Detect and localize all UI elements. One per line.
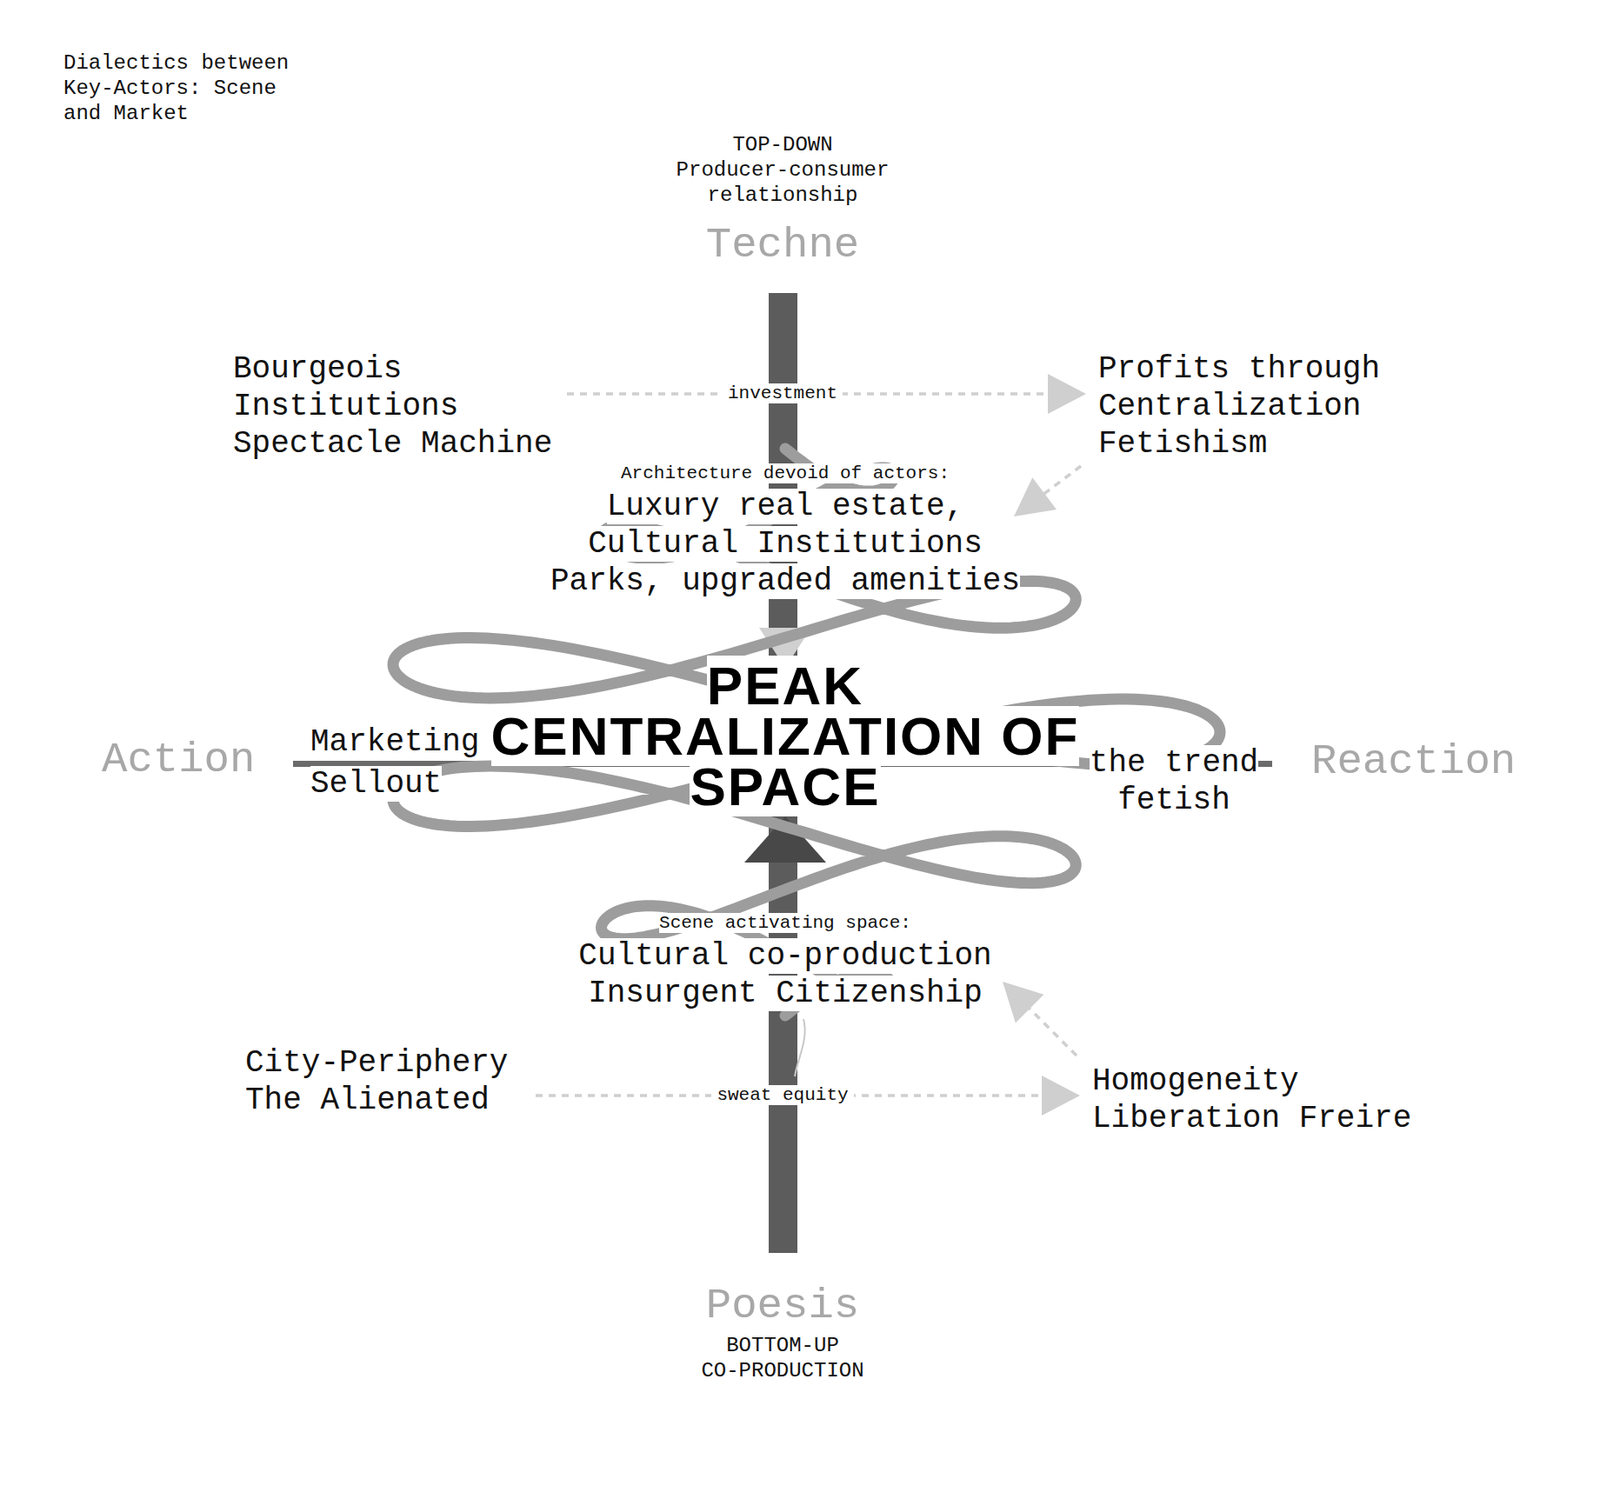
edge-label: sweat equity bbox=[711, 1084, 854, 1107]
connector-line bbox=[1041, 466, 1081, 496]
dashed-arrow bbox=[566, 373, 1087, 414]
label-text: the trend fetish bbox=[1089, 745, 1259, 819]
free-label: Poesis bbox=[706, 1280, 860, 1333]
arrowhead bbox=[1013, 477, 1057, 517]
node-text: Bourgeois Institutions Spectacle Machine bbox=[233, 351, 553, 462]
node-text: Profits through Centralization Fetishism bbox=[1098, 351, 1380, 462]
edge-label: investment bbox=[722, 382, 843, 406]
free-label: CO-PRODUCTION bbox=[700, 1358, 864, 1384]
text-node: City-Periphery The Alienated bbox=[245, 1044, 533, 1120]
dashed-arrow bbox=[1013, 466, 1081, 517]
leader-line bbox=[794, 1019, 806, 1077]
arrowhead bbox=[1041, 1075, 1080, 1116]
label-text: TOP-DOWN bbox=[732, 133, 833, 157]
edge-label-text: sweat equity bbox=[711, 1085, 854, 1106]
label-text: Reaction bbox=[1311, 737, 1516, 787]
label-text: Action bbox=[101, 735, 255, 785]
label-text: Poesis bbox=[706, 1281, 860, 1331]
text-block: Luxury real estate, Cultural Institution… bbox=[537, 487, 1034, 600]
free-label: the trend fetish bbox=[1078, 744, 1270, 820]
node-text: Luxury real estate, Cultural Institution… bbox=[550, 488, 1020, 600]
text-node: Architecture devoid of actors: Luxury rea… bbox=[537, 462, 1034, 600]
text-node: Profits through Centralization Fetishism bbox=[1098, 350, 1412, 463]
text-block: Bourgeois Institutions Spectacle Machine bbox=[233, 350, 564, 463]
label-text: PEAK CENTRALIZATION OF SPACE bbox=[491, 655, 1080, 817]
free-label: Marketing Sellout bbox=[310, 721, 494, 806]
node-text: Cultural co-production Insurgent Citizen… bbox=[578, 938, 992, 1012]
loop-ribbon bbox=[393, 448, 1220, 1016]
node-heading: Architecture devoid of actors: bbox=[620, 463, 950, 484]
dashed-arrow bbox=[535, 1075, 1080, 1116]
text-node: Bourgeois Institutions Spectacle Machine bbox=[233, 350, 564, 463]
label-text: Producer-consumer relationship bbox=[676, 158, 890, 207]
free-label: BOTTOM-UP bbox=[726, 1333, 840, 1359]
text-block: Profits through Centralization Fetishism bbox=[1098, 350, 1412, 463]
label-text: Marketing Sellout bbox=[310, 724, 480, 802]
arrowhead bbox=[1002, 981, 1044, 1023]
text-block: Homogeneity Liberation Freire bbox=[1092, 1062, 1423, 1138]
text-block: City-Periphery The Alienated bbox=[245, 1044, 533, 1120]
label-text: BOTTOM-UP bbox=[726, 1333, 840, 1358]
text-block: Scene activating space: bbox=[559, 912, 1012, 935]
free-label: Reaction bbox=[1311, 735, 1516, 788]
label-text: Techne bbox=[706, 220, 860, 270]
node-text: Homogeneity Liberation Freire bbox=[1092, 1063, 1412, 1137]
text-block: Architecture devoid of actors: bbox=[537, 462, 1034, 486]
title-text: Dialectics between Key-Actors: Scene and… bbox=[63, 51, 289, 126]
dashed-arrow bbox=[1002, 981, 1077, 1056]
edge-label-text: investment bbox=[722, 383, 843, 404]
free-label: Techne bbox=[706, 219, 860, 272]
title-note: Dialectics between Key-Actors: Scene and… bbox=[63, 50, 309, 127]
node-heading: Scene activating space: bbox=[659, 913, 912, 934]
node-text: City-Periphery The Alienated bbox=[245, 1045, 508, 1119]
connector-line bbox=[1026, 1006, 1077, 1056]
free-label: Action bbox=[101, 733, 255, 787]
label-text: CO-PRODUCTION bbox=[700, 1359, 864, 1383]
free-label: PEAK CENTRALIZATION OF SPACE bbox=[480, 660, 1090, 813]
text-node: Scene activating space: Cultural co-produ… bbox=[559, 912, 1012, 1013]
arrowhead bbox=[1047, 373, 1087, 414]
text-block: Cultural co-production Insurgent Citizen… bbox=[559, 937, 1012, 1013]
free-label: TOP-DOWN bbox=[732, 132, 833, 158]
free-label: Producer-consumer relationship bbox=[669, 157, 896, 208]
text-node: Homogeneity Liberation Freire bbox=[1092, 1062, 1423, 1138]
